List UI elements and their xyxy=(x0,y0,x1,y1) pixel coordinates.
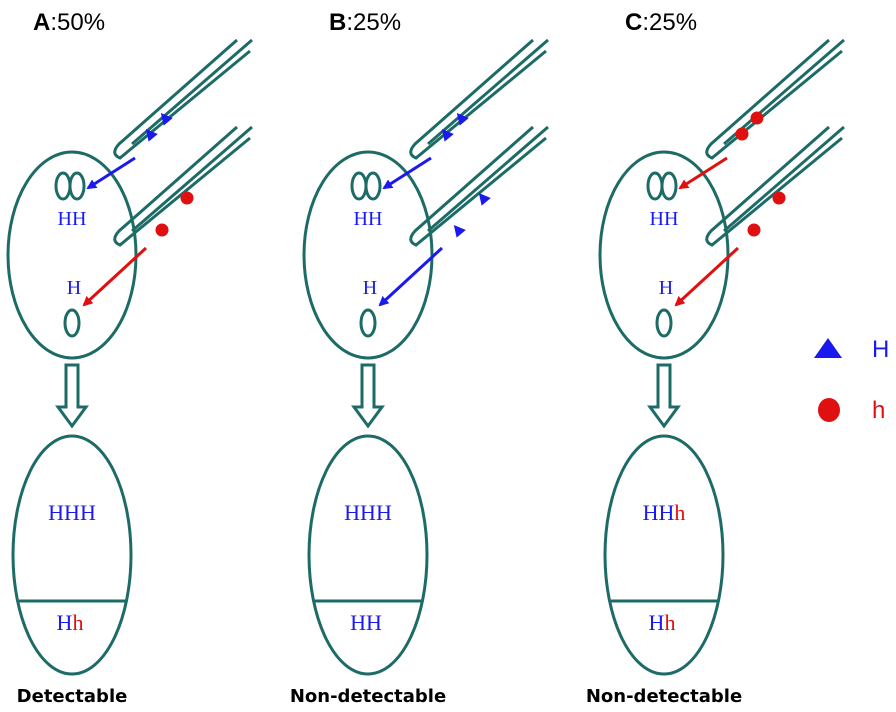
legend: Hh xyxy=(814,336,889,424)
sperm-marker-upper xyxy=(456,113,469,126)
fertilization-arrow-lower xyxy=(674,246,740,307)
polar-nucleus xyxy=(646,171,664,201)
polar-nucleus xyxy=(350,171,368,201)
embryo-genotype: Hh xyxy=(649,610,676,635)
panel-title-letter: C xyxy=(625,9,642,36)
allele-letter: H xyxy=(643,500,659,525)
allele-letter: H xyxy=(360,500,376,525)
pollen-tube-upper xyxy=(705,38,845,160)
panel-title-value: :25% xyxy=(642,9,697,36)
sperm-marker-upper xyxy=(441,129,454,142)
pollen-tube-upper xyxy=(113,38,253,160)
allele-letter: H xyxy=(57,610,73,635)
polar-nucleus xyxy=(68,171,86,201)
sperm-marker-lower xyxy=(180,191,194,205)
pollen-tube-lower xyxy=(705,125,845,247)
endosperm-genotype: HHH xyxy=(344,500,392,525)
development-arrow xyxy=(55,363,89,429)
pollen-tube-lower xyxy=(409,125,549,247)
sperm-marker-upper xyxy=(735,127,749,141)
panels: A:50%HHHHHHHhDetectableB:25%HHHHHHHHNon-… xyxy=(6,9,845,707)
fertilization-arrow-lower xyxy=(378,246,444,307)
allele-letter: H xyxy=(366,610,382,635)
panel-caption: Detectable xyxy=(17,686,128,707)
development-arrow xyxy=(647,363,681,429)
polar-nuclei-label: HH xyxy=(354,208,383,230)
allele-letter: H xyxy=(350,610,366,635)
polar-nuclei-label: HH xyxy=(650,208,679,230)
allele-letter: H xyxy=(659,500,675,525)
endosperm-genotype: HHh xyxy=(643,500,686,525)
fertilization-arrow-upper xyxy=(678,156,728,190)
panel-caption: Non-detectable xyxy=(290,686,446,707)
panel-title-letter: A xyxy=(33,9,50,36)
polar-nuclei-label: HH xyxy=(58,208,87,230)
egg-label: H xyxy=(363,277,377,299)
embryo-sac xyxy=(598,150,730,360)
seed xyxy=(11,434,133,676)
egg-cell xyxy=(359,308,377,338)
endosperm-genotype: HHH xyxy=(48,500,96,525)
sperm-marker-lower xyxy=(747,223,761,237)
sperm-marker-upper xyxy=(145,129,158,142)
egg-cell xyxy=(63,308,81,338)
polar-nucleus xyxy=(364,171,382,201)
legend-label-dominant: H xyxy=(872,336,889,363)
embryo-sac xyxy=(6,150,138,360)
panel-title: A:50% xyxy=(33,9,105,36)
allele-letter: h xyxy=(664,610,675,635)
allele-letter: H xyxy=(48,500,64,525)
panel-title-letter: B xyxy=(329,9,346,36)
polar-nucleus xyxy=(54,171,72,201)
sperm-marker-lower xyxy=(478,193,491,206)
allele-letter: H xyxy=(80,500,96,525)
egg-cell xyxy=(655,308,673,338)
embryo-genotype: HH xyxy=(350,610,382,635)
allele-letter: h xyxy=(72,610,83,635)
sperm-marker-lower xyxy=(772,191,786,205)
pollen-tube-lower xyxy=(113,125,253,247)
legend-triangle-icon xyxy=(814,338,842,358)
seed xyxy=(307,434,429,676)
legend-circle-icon xyxy=(818,398,840,422)
panel-title-value: :25% xyxy=(346,9,401,36)
seed xyxy=(603,434,725,676)
panel-title: B:25% xyxy=(329,9,401,36)
allele-letter: H xyxy=(376,500,392,525)
egg-label: H xyxy=(67,277,81,299)
panel-title: C:25% xyxy=(625,9,697,36)
development-arrow xyxy=(351,363,385,429)
fertilization-arrow-lower xyxy=(82,246,148,307)
fertilization-arrow-upper xyxy=(86,156,136,190)
allele-letter: H xyxy=(64,500,80,525)
allele-letter: H xyxy=(344,500,360,525)
sperm-marker-lower xyxy=(155,223,169,237)
allele-letter: h xyxy=(674,500,685,525)
legend-label-recessive: h xyxy=(872,397,885,424)
embryo-genotype: Hh xyxy=(57,610,84,635)
egg-label: H xyxy=(659,277,673,299)
sperm-marker-upper xyxy=(160,113,173,126)
embryo-sac xyxy=(302,150,434,360)
pollen-tube-upper xyxy=(409,38,549,160)
panel-caption: Non-detectable xyxy=(586,686,742,707)
polar-nucleus xyxy=(660,171,678,201)
sperm-marker-upper xyxy=(750,111,764,125)
fertilization-arrow-upper xyxy=(382,156,432,190)
sperm-marker-lower xyxy=(453,225,466,238)
allele-letter: H xyxy=(649,610,665,635)
panel-title-value: :50% xyxy=(50,9,105,36)
